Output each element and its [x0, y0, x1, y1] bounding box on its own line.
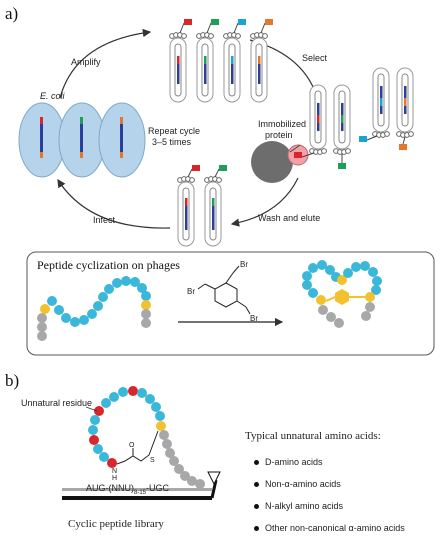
immobilized-protein	[251, 141, 309, 183]
amplify-label: Amplify	[71, 57, 101, 67]
repeat-cycle-label-1: Repeat cycle	[148, 126, 201, 136]
panel-b-letter: b)	[5, 371, 20, 390]
panel-a-letter: a)	[5, 4, 19, 23]
linear-peptide	[37, 276, 151, 341]
list-item: Non-α-amino acids	[254, 479, 405, 501]
linker-nitrogen: N	[112, 468, 118, 475]
list-item: N-alkyl amino acids	[254, 501, 405, 523]
reagent-br-top: Br	[240, 260, 248, 269]
sequence-part-3: -UGC	[146, 483, 170, 493]
phage-bound-1	[294, 84, 327, 158]
list-item: Other non-canonical α-amino acids	[254, 523, 405, 540]
immobilized-label-2: protein	[265, 130, 293, 140]
ecoli-cells	[18, 102, 146, 178]
library-linker	[116, 430, 159, 465]
phage-bound-2	[333, 84, 351, 169]
phage-top-1	[169, 19, 192, 103]
phage-eluted-1	[177, 165, 200, 247]
phage-top-2	[196, 19, 219, 103]
arrow-amplify	[59, 28, 152, 99]
pointer-line	[85, 406, 98, 412]
ecoli-label: E. coli	[40, 91, 65, 101]
phage-top-4	[250, 19, 273, 103]
library-sequence: AUG-(NNU)8-15-UGC	[86, 483, 169, 499]
list-item: D-amino acids	[254, 457, 405, 479]
sequence-part-1: AUG-(NNU)	[86, 483, 134, 493]
select-label: Select	[302, 53, 328, 63]
linker-oxygen: O	[129, 442, 135, 449]
library-label: Cyclic peptide library	[68, 518, 164, 530]
phage-eluted-2	[204, 165, 227, 247]
unnatural-list-title: Typical unnatural amino acids:	[245, 430, 381, 442]
phage-top-3	[223, 19, 246, 103]
reagent-br-left: Br	[187, 287, 195, 296]
immobilized-label-1: Immobilized	[258, 119, 307, 129]
wash-elute-label: Wash and elute	[258, 213, 321, 223]
unnatural-amino-acid-list: D-amino acids Non-α-amino acids N-alkyl …	[254, 457, 405, 540]
infect-label: Infect	[93, 215, 116, 225]
library-peptide	[88, 386, 205, 489]
cyclic-peptide	[302, 260, 382, 328]
cyclization-title: Peptide cyclization on phages	[37, 258, 180, 272]
unnatural-residue-label: Unnatural residue	[21, 398, 93, 408]
reagent-structure	[197, 265, 251, 315]
sequence-subscript: 8-15	[134, 489, 147, 496]
reagent-br-bottom: Br	[250, 314, 258, 323]
arrow-wash-elute	[230, 177, 299, 227]
library-dna-construct	[62, 471, 221, 500]
linker-hydrogen: H	[112, 475, 118, 482]
phage-unbound-1	[359, 67, 390, 142]
phage-unbound-2	[396, 67, 414, 150]
arrow-infect	[57, 178, 171, 229]
repeat-cycle-label-2: 3–5 times	[152, 137, 192, 147]
linker-sulfur: S	[150, 457, 155, 464]
